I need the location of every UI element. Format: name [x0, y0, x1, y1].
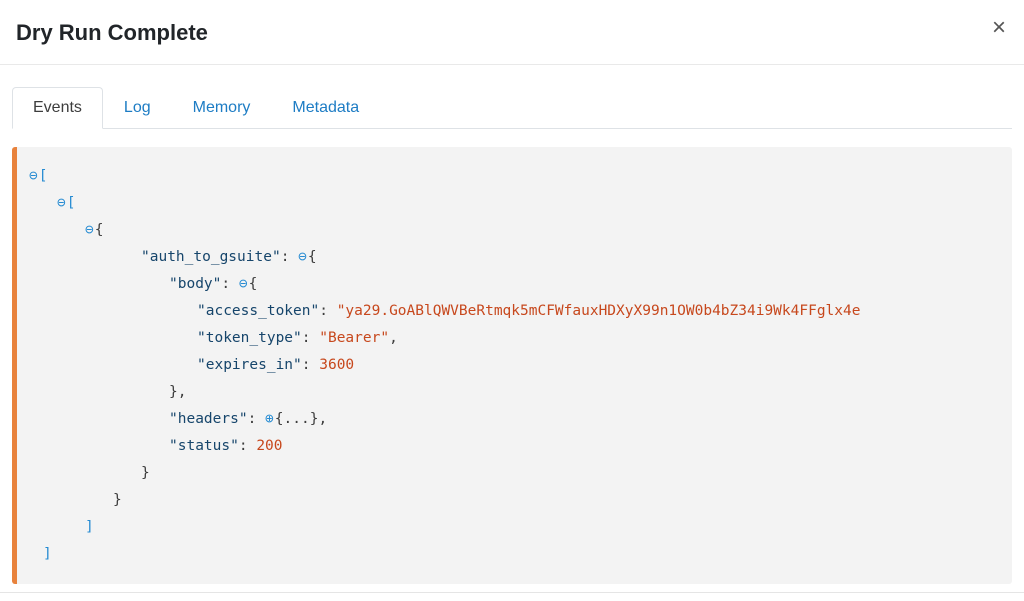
json-line: "token_type": "Bearer",: [29, 325, 1002, 352]
json-token-bracket: ]: [43, 546, 52, 562]
tab-memory[interactable]: Memory: [192, 99, 251, 116]
json-token-colon: :: [301, 357, 320, 373]
json-line: ]: [29, 514, 1002, 541]
tab-log[interactable]: Log: [123, 99, 151, 116]
json-token-key: "access_token": [197, 303, 320, 319]
json-line: ⊖{: [29, 217, 1002, 244]
tab-events[interactable]: Events: [12, 87, 103, 129]
json-line: "auth_to_gsuite": ⊖{: [29, 244, 1002, 271]
json-token-colon: :: [238, 438, 257, 454]
json-token-bracket: [: [38, 168, 48, 184]
json-token-key: "headers": [169, 411, 248, 427]
json-token-bracket: ]: [85, 519, 94, 535]
collapse-toggle-icon[interactable]: ⊖: [85, 222, 94, 238]
json-token-bracket: [: [66, 195, 76, 211]
json-line: "expires_in": 3600: [29, 352, 1002, 379]
json-line: "headers": ⊕{...},: [29, 406, 1002, 433]
json-token-colon: :: [247, 411, 266, 427]
json-line: },: [29, 379, 1002, 406]
json-line: "status": 200: [29, 433, 1002, 460]
json-token-string: "ya29.GoABlQWVBeRtmqk5mCFWfauxHDXyX99n1O…: [336, 303, 861, 319]
expand-toggle-icon[interactable]: ⊕: [265, 411, 274, 427]
json-line: ]: [29, 541, 1002, 568]
json-token-brace: }: [141, 465, 150, 481]
json-token-comma: ,: [177, 384, 187, 400]
modal-title: Dry Run Complete: [16, 20, 208, 45]
collapse-toggle-icon[interactable]: ⊖: [298, 249, 307, 265]
json-line: ⊖[: [29, 190, 1002, 217]
json-token-colon: :: [319, 303, 337, 319]
json-line: "access_token": "ya29.GoABlQWVBeRtmqk5mC…: [29, 298, 1002, 325]
json-token-key: "expires_in": [197, 357, 302, 373]
json-token-brace: {: [248, 276, 258, 292]
json-token-colon: :: [301, 330, 320, 346]
tab-bar: Events Log Memory Metadata: [12, 87, 1012, 129]
json-token-comma: ,: [389, 330, 398, 346]
json-token-colon: :: [280, 249, 299, 265]
json-token-brace: }: [113, 492, 122, 508]
json-line: }: [29, 460, 1002, 487]
json-token-key: "body": [169, 276, 222, 292]
collapsed-object[interactable]: {...}: [274, 411, 319, 427]
collapse-toggle-icon[interactable]: ⊖: [29, 168, 38, 184]
json-token-brace: }: [169, 384, 178, 400]
json-tree-viewer: ⊖[⊖[⊖{"auth_to_gsuite": ⊖{"body": ⊖{"acc…: [12, 147, 1012, 584]
json-token-number: 3600: [319, 357, 355, 373]
json-token-number: 200: [256, 438, 283, 454]
json-token-colon: :: [221, 276, 239, 292]
json-token-key: "token_type": [197, 330, 302, 346]
json-token-comma: ,: [318, 411, 328, 427]
json-token-key: "status": [169, 438, 239, 454]
modal-bottom-divider: [0, 592, 1024, 593]
json-line: ⊖[: [29, 163, 1002, 190]
collapse-toggle-icon[interactable]: ⊖: [57, 195, 66, 211]
tab-metadata[interactable]: Metadata: [292, 99, 360, 116]
modal-header: Dry Run Complete ×: [0, 0, 1024, 65]
json-line: "body": ⊖{: [29, 271, 1002, 298]
close-icon[interactable]: ×: [991, 14, 1006, 41]
json-token-key: "auth_to_gsuite": [141, 249, 281, 265]
collapse-toggle-icon[interactable]: ⊖: [238, 276, 248, 292]
json-token-brace: {: [307, 249, 317, 265]
json-line: }: [29, 487, 1002, 514]
json-token-string: "Bearer": [319, 330, 390, 346]
json-token-brace: {: [94, 222, 104, 238]
